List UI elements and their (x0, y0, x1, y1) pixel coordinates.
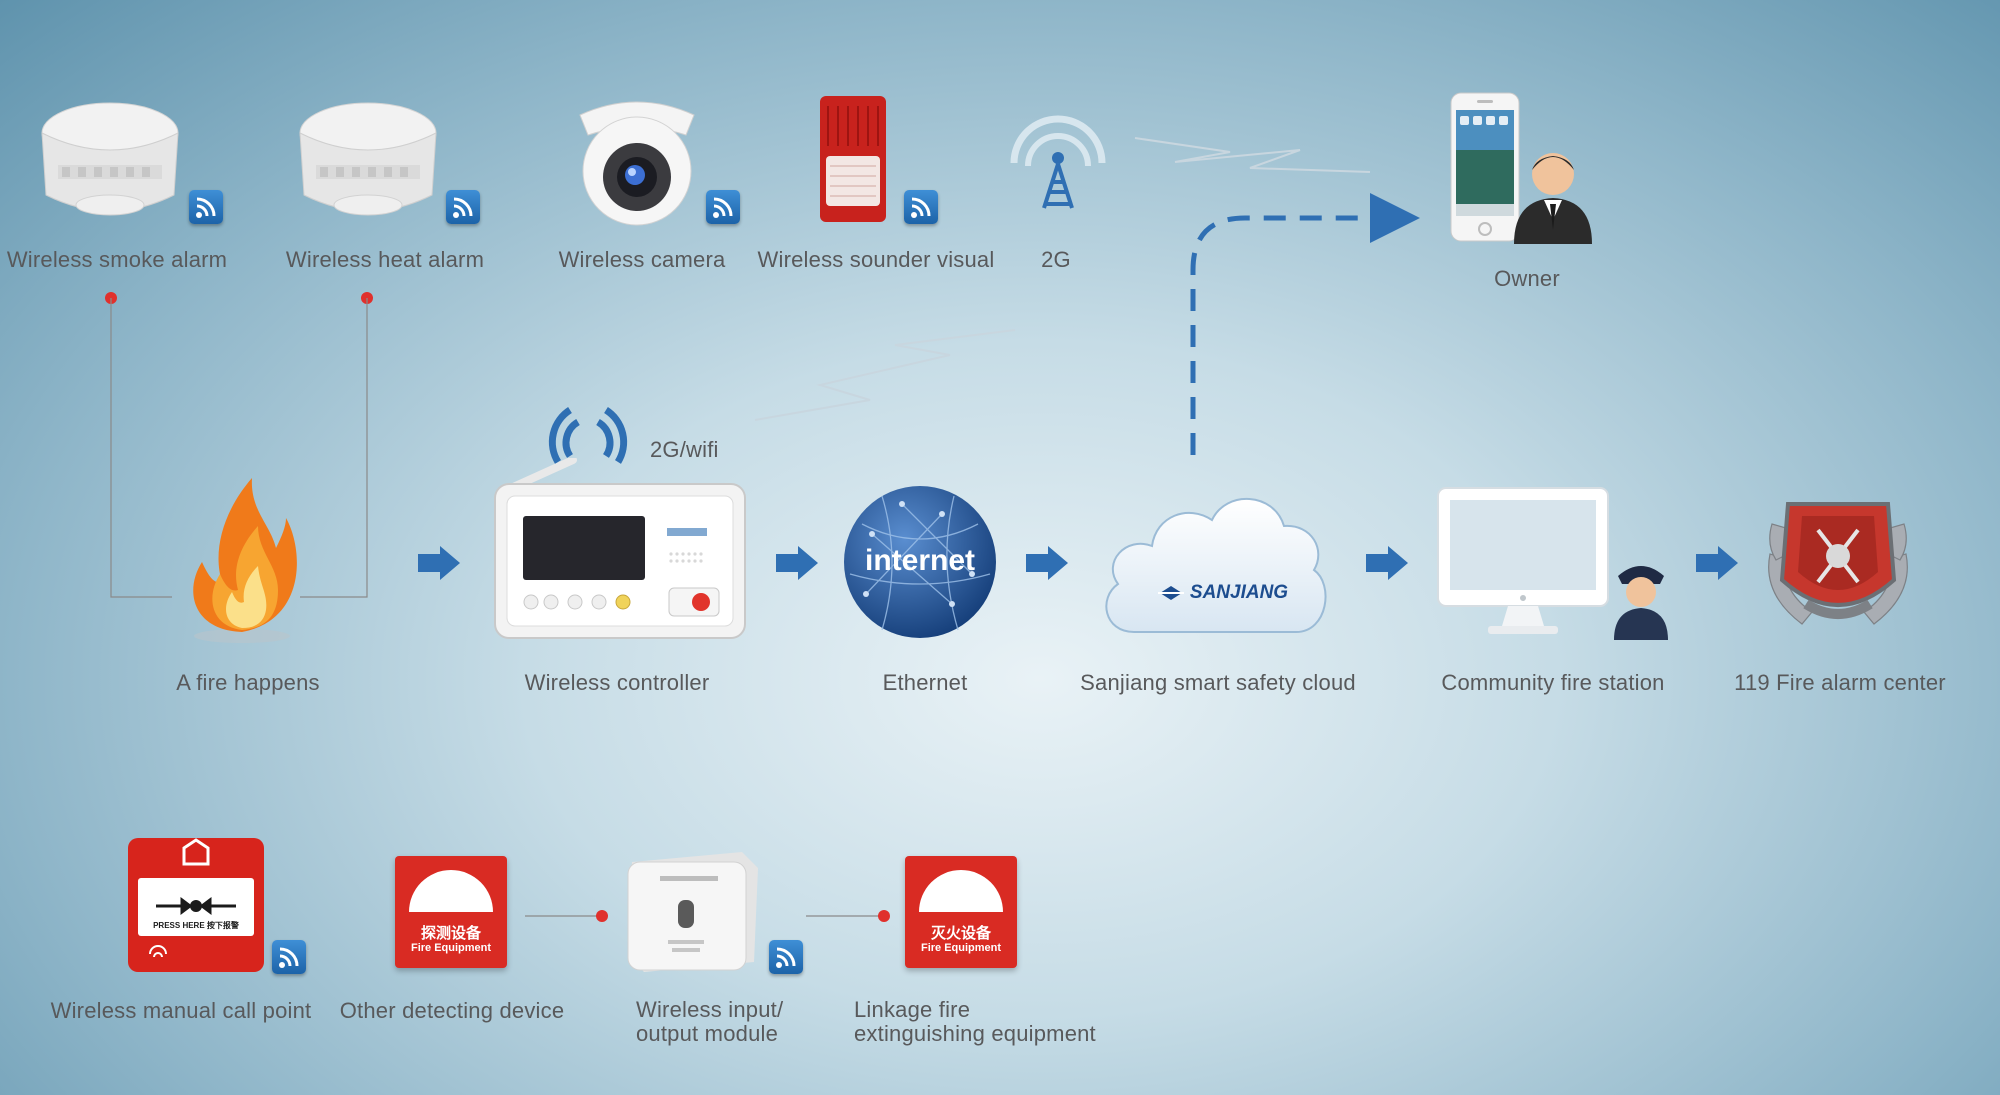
io-module-device (622, 848, 762, 974)
controller-signal (540, 400, 640, 468)
call-point-label: Wireless manual call point (50, 998, 312, 1023)
cloud-logo-text: SANJIANG (1189, 582, 1289, 603)
camera-device (572, 95, 702, 230)
wireless-waves-icon (548, 407, 628, 464)
internet-globe: internet (842, 484, 998, 640)
fire-label: A fire happens (176, 670, 320, 695)
cloud: SANJIANG (1098, 486, 1332, 638)
flow-arrow-icon (776, 546, 818, 585)
2g-tower (1000, 108, 1115, 213)
wifi-badge-icon (769, 940, 803, 974)
monitor-icon (1437, 487, 1609, 634)
heat-alarm-device (296, 95, 446, 225)
fire-illustration (182, 470, 302, 650)
io-module-label: Wireless input/ output module (636, 998, 783, 1046)
smoke-alarm-device (38, 95, 188, 225)
sign-chinese-text: 灭火设备 (930, 925, 991, 942)
smoke-alarm-connector-line (110, 298, 172, 598)
cloud-label: Sanjiang smart safety cloud (1080, 670, 1356, 695)
wifi-badge-icon (272, 940, 306, 974)
station-label: Community fire station (1441, 670, 1665, 695)
owner-avatar (1510, 148, 1596, 244)
linkage-label: Linkage fire extinguishing equipment (854, 998, 1096, 1046)
smoke-alarm-label: Wireless smoke alarm (6, 247, 228, 272)
camera-label: Wireless camera (558, 247, 726, 272)
call-point-device: PRESS HERE 按下报警 (126, 836, 266, 974)
sign-english-text: Fire Equipment (410, 942, 492, 954)
flow-arrow-icon (1026, 546, 1068, 585)
sanjiang-logo-icon (1157, 586, 1184, 600)
owner-phone (1450, 92, 1520, 242)
station-monitor (1436, 486, 1610, 640)
businessman-icon (1514, 153, 1592, 244)
cloud-icon (1105, 497, 1327, 633)
ethernet-label: Ethernet (882, 670, 968, 695)
sign-english-text: Fire Equipment (920, 942, 1002, 954)
linkage-label-line2: extinguishing equipment (854, 1021, 1096, 1046)
sign-chinese-text: 探测设备 (420, 925, 481, 942)
cloud-logo: SANJIANG (1148, 582, 1298, 604)
controller-label: Wireless controller (524, 670, 710, 695)
dome-camera-icon (579, 101, 695, 226)
smartphone-icon (1450, 92, 1520, 242)
heat-detector-icon (299, 102, 437, 216)
controller-signal-label: 2G/wifi (650, 437, 719, 462)
cloud-to-owner-dashed-arrow (1190, 193, 1420, 455)
sounder-label: Wireless sounder visual (757, 247, 995, 272)
io-module-label-line1: Wireless input/ (636, 997, 784, 1022)
station-officer (1612, 556, 1670, 640)
alarm-controller-panel-icon (494, 456, 746, 639)
officer-icon (1614, 566, 1668, 640)
controller-device (493, 456, 748, 643)
detect-to-io-dot (596, 910, 608, 922)
2g-label: 2G (1041, 247, 1071, 272)
detecting-device-label: Other detecting device (339, 998, 565, 1023)
owner-label: Owner (1494, 266, 1560, 291)
fire-center-emblem (1762, 484, 1914, 638)
flow-arrow-icon (1696, 546, 1738, 585)
globe-icon (844, 486, 996, 638)
extinguishing-equipment-sign: 灭火设备 Fire Equipment (905, 856, 1017, 968)
fire-service-badge-icon (1768, 502, 1908, 625)
heat-alarm-connector-line (300, 298, 368, 598)
internet-text: internet (864, 544, 975, 577)
wifi-badge-icon (706, 190, 740, 224)
wifi-badge-icon (189, 190, 223, 224)
dome-graphic (919, 870, 1003, 912)
signal-zigzag-mid (754, 329, 1016, 421)
wifi-badge-icon (446, 190, 480, 224)
detecting-equipment-sign: 探测设备 Fire Equipment (395, 856, 507, 968)
press-here-text: PRESS HERE 按下报警 (153, 921, 239, 930)
io-module-label-line2: output module (636, 1021, 779, 1046)
cell-tower-icon (1010, 115, 1106, 209)
linkage-label-line1: Linkage fire (854, 997, 971, 1022)
flow-arrow-icon (418, 546, 460, 585)
fire-center-label: 119 Fire alarm center (1734, 670, 1946, 695)
manual-call-point-icon (128, 838, 264, 972)
io-module-icon (627, 852, 758, 972)
signal-zigzag-top (1134, 137, 1371, 173)
smoke-detector-icon (41, 102, 179, 216)
fire-icon (193, 478, 297, 643)
heat-alarm-label: Wireless heat alarm (285, 247, 485, 272)
wifi-badge-icon (904, 190, 938, 224)
flow-arrow-icon (1366, 546, 1408, 585)
dome-graphic (409, 870, 493, 912)
sounder-device (818, 96, 888, 224)
sounder-beacon-icon (820, 96, 886, 222)
io-to-linkage-dot (878, 910, 890, 922)
